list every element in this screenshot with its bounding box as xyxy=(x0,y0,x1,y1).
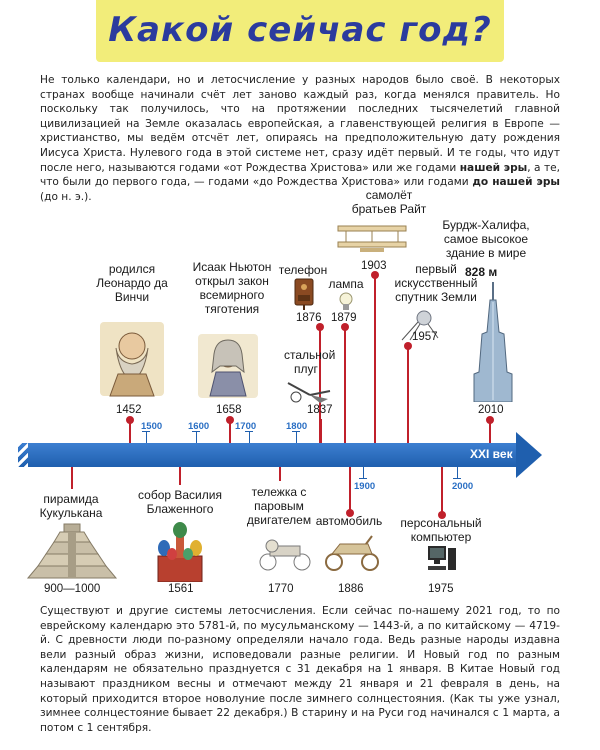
event-dot xyxy=(316,323,324,331)
century-tick xyxy=(146,431,147,443)
century-tick-cap xyxy=(359,478,367,479)
event-plough-label: стальной плуг xyxy=(284,348,336,376)
event-wright-label: самолёт братьев Райт xyxy=(351,188,427,216)
century-label-1700: 1700 xyxy=(235,421,257,432)
event-dot xyxy=(346,509,354,517)
event-dot xyxy=(226,416,234,424)
century-label-1600: 1600 xyxy=(188,421,210,432)
year-1452: 1452 xyxy=(116,404,142,416)
century-tick-cap xyxy=(245,431,253,432)
intro-bold-2: до нашей эры xyxy=(472,176,560,189)
event-steam-cart-label: тележка с паровым двигателем xyxy=(246,485,312,527)
century-tick xyxy=(249,431,250,443)
year-2010: 2010 xyxy=(478,404,504,416)
event-burj-label: Бурдж-Халифа, самое высокое здание в мир… xyxy=(442,218,530,260)
event-tick xyxy=(407,345,409,443)
event-lamp-label: лампа xyxy=(328,277,364,291)
timeline-arrow-head xyxy=(516,432,542,478)
event-tick xyxy=(71,467,73,489)
year-1770: 1770 xyxy=(268,583,294,595)
year-1957: 1957 xyxy=(412,331,438,343)
intro-text-1: Не только календари, но и летосчисление … xyxy=(40,74,560,174)
timeline-axis xyxy=(18,443,518,467)
burj-khalifa-icon xyxy=(473,282,513,402)
timeline-axis-start xyxy=(18,443,28,467)
event-dot xyxy=(486,416,494,424)
event-tick xyxy=(179,467,181,485)
year-900-1000: 900—1000 xyxy=(44,583,101,595)
plough-icon xyxy=(287,382,331,403)
year-1975: 1975 xyxy=(428,583,454,595)
intro-text-2: , а те, что были до первого года, — года… xyxy=(40,161,560,189)
event-tick xyxy=(349,467,351,513)
event-dot xyxy=(126,416,134,424)
century-tick-cap xyxy=(453,478,461,479)
year-1903: 1903 xyxy=(361,260,387,272)
st-basil-cathedral-icon xyxy=(157,522,203,582)
century-label: XXI век xyxy=(470,447,513,461)
burj-height-value: 828 м xyxy=(465,265,498,279)
steam-cart-icon xyxy=(259,539,311,571)
event-tick xyxy=(319,326,321,443)
event-tick xyxy=(441,467,443,515)
year-1837: 1837 xyxy=(307,404,333,416)
event-tick xyxy=(489,419,491,443)
year-1561: 1561 xyxy=(168,583,194,595)
leonardo-portrait-icon xyxy=(100,322,164,397)
sputnik-icon xyxy=(401,310,439,341)
century-label-1500: 1500 xyxy=(141,421,163,432)
century-tick xyxy=(457,467,458,479)
event-cathedral-label: собор Василия Блаженного xyxy=(138,488,222,516)
telephone-icon xyxy=(294,278,314,310)
event-pc-label: персональный компьютер xyxy=(400,516,482,544)
light-bulb-icon xyxy=(339,292,353,310)
century-label-2000: 2000 xyxy=(452,481,474,492)
intro-paragraph: Не только календари, но и летосчисление … xyxy=(40,73,560,204)
page-title: Какой сейчас год? xyxy=(108,10,492,50)
event-tick xyxy=(374,274,376,443)
event-dot xyxy=(371,271,379,279)
event-tick xyxy=(344,326,346,443)
event-dot xyxy=(341,323,349,331)
event-automobile-label: автомобиль xyxy=(315,514,383,528)
event-telephone-label: телефон xyxy=(278,263,328,277)
automobile-icon xyxy=(325,535,379,571)
century-tick xyxy=(363,467,364,479)
century-tick-cap xyxy=(142,431,150,432)
century-label-1800: 1800 xyxy=(286,421,308,432)
event-dot xyxy=(438,511,446,519)
newton-portrait-icon xyxy=(198,334,258,398)
event-tick xyxy=(129,419,131,443)
event-tick xyxy=(279,467,281,481)
intro-text-3: (до н. э.). xyxy=(40,190,92,203)
event-leonardo-label: родился Леонардо да Винчи xyxy=(96,262,168,304)
century-tick-cap xyxy=(192,431,200,432)
wright-plane-icon xyxy=(337,225,407,252)
century-tick-cap xyxy=(292,431,300,432)
event-dot xyxy=(404,342,412,350)
event-tick xyxy=(229,419,231,443)
pyramid-icon xyxy=(26,523,118,579)
year-1879: 1879 xyxy=(331,312,357,324)
century-label-1900: 1900 xyxy=(354,481,376,492)
event-pyramid-label: пирамида Кукулькана xyxy=(39,492,103,520)
year-1658: 1658 xyxy=(216,404,242,416)
personal-computer-icon xyxy=(428,546,456,570)
title-band xyxy=(96,0,504,62)
outro-paragraph: Существуют и другие системы летосчислени… xyxy=(40,605,560,734)
year-1876: 1876 xyxy=(296,312,322,324)
event-tick xyxy=(320,419,322,443)
event-sputnik-label: первый искусственный спутник Земли xyxy=(394,262,478,304)
year-1886: 1886 xyxy=(338,583,364,595)
intro-bold-1: нашей эры xyxy=(459,161,528,174)
century-tick xyxy=(196,431,197,443)
event-newton-label: Исаак Ньютон открыл закон всемирного тяг… xyxy=(192,260,272,316)
century-tick xyxy=(296,431,297,443)
